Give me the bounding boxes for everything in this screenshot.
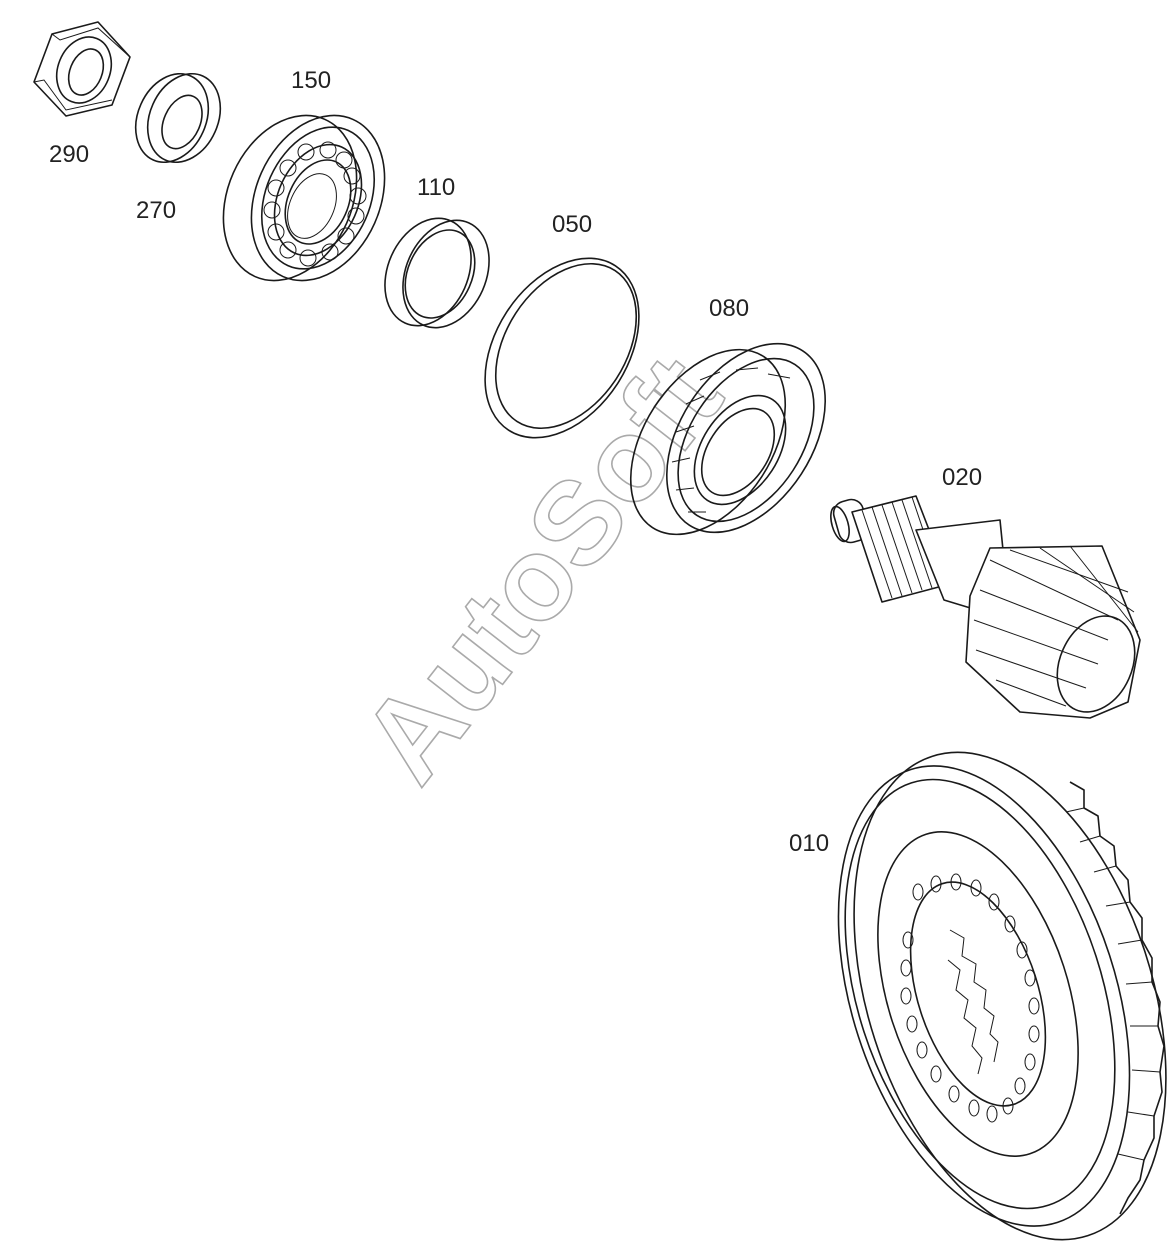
label-080: 080 — [709, 295, 749, 322]
label-010: 010 — [789, 830, 829, 857]
label-020: 020 — [942, 464, 982, 491]
watermark: AutoSoft — [336, 331, 748, 806]
watermark-text: AutoSoft — [336, 332, 747, 806]
label-270: 270 — [136, 197, 176, 224]
part-010-ring-gear[interactable] — [785, 712, 1170, 1243]
label-050: 050 — [552, 211, 592, 238]
label-110: 110 — [417, 174, 455, 201]
part-270-washer[interactable] — [122, 62, 234, 174]
label-150: 150 — [291, 67, 331, 94]
part-290-hex-nut[interactable] — [33, 21, 131, 117]
label-290: 290 — [49, 141, 89, 168]
part-labels: 290 270 150 110 050 080 020 010 — [49, 67, 982, 857]
part-020-pinion-shaft[interactable] — [827, 495, 1149, 724]
part-150-roller-bearing[interactable] — [198, 94, 409, 302]
part-050-ring[interactable] — [453, 230, 670, 466]
part-110-spacer-ring[interactable] — [369, 205, 506, 342]
part-080-taper-bearing[interactable] — [599, 315, 858, 563]
